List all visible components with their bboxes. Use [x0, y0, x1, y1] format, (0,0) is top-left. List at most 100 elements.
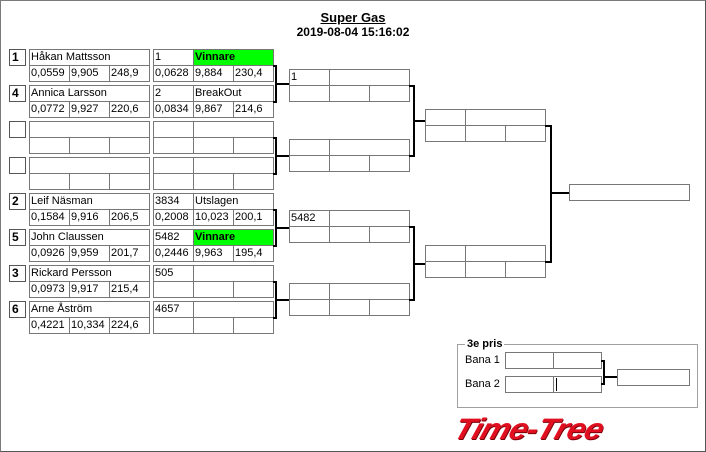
- seed-number: 6: [9, 301, 26, 318]
- qualifying-stat: 220,6: [109, 101, 150, 118]
- round2-slot-name[interactable]: [329, 283, 410, 300]
- run-stat: [193, 137, 234, 154]
- lane-number[interactable]: 1: [153, 49, 194, 66]
- lane2-label: Bana 2: [465, 378, 500, 390]
- lane1-field-a[interactable]: [505, 352, 554, 369]
- qualifying-stat: 224,6: [109, 317, 150, 334]
- lane-number[interactable]: 4657: [153, 301, 194, 318]
- qualifying-stat: 215,4: [109, 281, 150, 298]
- qualifying-stat: 9,917: [69, 281, 110, 298]
- qualifying-stat: [69, 173, 110, 190]
- round3-slot-stat: [465, 261, 506, 278]
- round2-slot-stat: [329, 226, 370, 243]
- run-stat: 0,2008: [153, 209, 194, 226]
- racer-name[interactable]: Annica Larsson: [29, 85, 150, 102]
- run-stat: 9,884: [193, 65, 234, 82]
- lane-number[interactable]: 2: [153, 85, 194, 102]
- run-stat: 0,0834: [153, 101, 194, 118]
- lane1-field-b[interactable]: [553, 352, 602, 369]
- qualifying-stat: 201,7: [109, 245, 150, 262]
- racer-name[interactable]: John Claussen: [29, 229, 150, 246]
- bracket-line: [545, 261, 552, 263]
- qualifying-stat: 9,905: [69, 65, 110, 82]
- run-stat: [233, 173, 274, 190]
- qualifying-stat: 0,4221: [29, 317, 70, 334]
- run-stat: 200,1: [233, 209, 274, 226]
- lane2-field-b[interactable]: [553, 376, 602, 393]
- lane-number[interactable]: 3834: [153, 193, 194, 210]
- round2-slot-stat: [329, 155, 370, 172]
- round2-slot-id[interactable]: 5482: [289, 210, 330, 227]
- race-result[interactable]: Vinnare: [193, 229, 274, 246]
- round2-slot-id[interactable]: [289, 283, 330, 300]
- lane-number[interactable]: [153, 157, 194, 174]
- round3-slot-stat: [425, 125, 466, 142]
- racer-name[interactable]: Rickard Persson: [29, 265, 150, 282]
- round3-slot-name[interactable]: [465, 245, 546, 262]
- run-stat: 10,023: [193, 209, 234, 226]
- run-stat: 195,4: [233, 245, 274, 262]
- round3-slot-name[interactable]: [465, 109, 546, 126]
- race-result[interactable]: BreakOut: [193, 85, 274, 102]
- seed-number: 5: [9, 229, 26, 246]
- round2-slot-name[interactable]: [329, 69, 410, 86]
- qualifying-stat: 206,5: [109, 209, 150, 226]
- run-stat: 0,2446: [153, 245, 194, 262]
- qualifying-stat: 9,959: [69, 245, 110, 262]
- race-result[interactable]: Vinnare: [193, 49, 274, 66]
- qualifying-stat: 0,0926: [29, 245, 70, 262]
- run-stat: [153, 281, 194, 298]
- bracket-line: [550, 192, 569, 194]
- run-stat: 214,6: [233, 101, 274, 118]
- lane-number[interactable]: 505: [153, 265, 194, 282]
- qualifying-stat: [69, 137, 110, 154]
- seed-number: [9, 121, 26, 138]
- bracket-line: [413, 262, 425, 265]
- third-place-group: [457, 344, 698, 408]
- run-stat: 230,4: [233, 65, 274, 82]
- bracket-line: [603, 376, 617, 378]
- run-stat: 9,963: [193, 245, 234, 262]
- lane-number[interactable]: [153, 121, 194, 138]
- round3-slot-stat: [425, 261, 466, 278]
- round2-slot-name[interactable]: [329, 139, 410, 156]
- race-result[interactable]: [193, 121, 274, 138]
- race-result[interactable]: [193, 157, 274, 174]
- third-place-title: 3e pris: [465, 338, 505, 350]
- third-place-result[interactable]: [617, 369, 690, 386]
- racer-name[interactable]: [29, 157, 150, 174]
- bracket-line: [409, 226, 414, 228]
- run-stat: [153, 137, 194, 154]
- round2-slot-id[interactable]: [289, 139, 330, 156]
- race-result[interactable]: [193, 265, 274, 282]
- lane2-field-a[interactable]: [505, 376, 554, 393]
- round2-slot-name[interactable]: [329, 210, 410, 227]
- qualifying-stat: 0,0973: [29, 281, 70, 298]
- round3-slot-id[interactable]: [425, 109, 466, 126]
- race-result[interactable]: Utslagen: [193, 193, 274, 210]
- run-stat: [193, 173, 234, 190]
- racer-name[interactable]: Håkan Mattsson: [29, 49, 150, 66]
- qualifying-stat: [29, 173, 70, 190]
- run-stat: [153, 317, 194, 334]
- bracket-line: [275, 299, 289, 301]
- qualifying-stat: [109, 173, 150, 190]
- lane-number[interactable]: 5482: [153, 229, 194, 246]
- bracket-line: [550, 125, 552, 263]
- time-tree-logo: Time-Tree: [449, 411, 609, 446]
- round2-slot-stat: [329, 299, 370, 316]
- round3-slot-stat: [505, 261, 546, 278]
- seed-number: 3: [9, 265, 26, 282]
- racer-name[interactable]: [29, 121, 150, 138]
- racer-name[interactable]: Leif Näsman: [29, 193, 150, 210]
- run-stat: [193, 281, 234, 298]
- racer-name[interactable]: Arne Åström: [29, 301, 150, 318]
- round3-slot-id[interactable]: [425, 245, 466, 262]
- round2-slot-stat: [369, 155, 410, 172]
- round2-slot-id[interactable]: 1: [289, 69, 330, 86]
- bracket-line: [413, 120, 425, 122]
- race-result[interactable]: [193, 301, 274, 318]
- final-slot[interactable]: [569, 184, 690, 201]
- qualifying-stat: 0,0559: [29, 65, 70, 82]
- qualifying-stat: [109, 137, 150, 154]
